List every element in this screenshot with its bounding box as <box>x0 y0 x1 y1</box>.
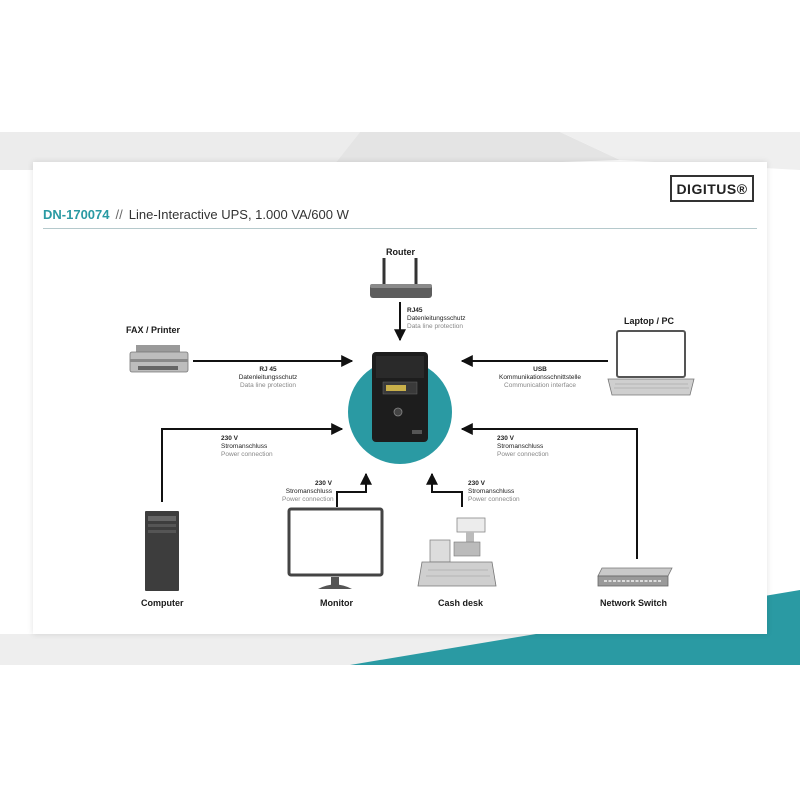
fax-conn-type: RJ 45 <box>259 366 277 373</box>
router-label: Router <box>386 247 415 257</box>
laptop-pc-label: Laptop / PC <box>624 316 674 326</box>
computer-conn-de: Stromanschluss <box>221 443 268 450</box>
cash-desk-icon <box>417 517 497 587</box>
fax-conn-en: Data line protection <box>239 382 296 389</box>
network-switch-connection-text: 230 V Stromanschluss Power connection <box>497 435 549 459</box>
cash-desk-conn-de: Stromanschluss <box>468 488 515 495</box>
cash-desk-conn-en: Power connection <box>468 496 520 503</box>
computer-label: Computer <box>141 598 184 608</box>
fax-connection-text: RJ 45 Datenleitungsschutz Data line prot… <box>230 366 306 390</box>
laptop-conn-en: Communication interface <box>504 382 576 389</box>
product-code: DN-170074 <box>43 207 110 222</box>
cash-desk-connection-text: 230 V Stromanschluss Power connection <box>468 480 520 504</box>
computer-conn-type: 230 V <box>221 435 238 442</box>
fax-printer-label: FAX / Printer <box>126 325 181 335</box>
computer-connection-text: 230 V Stromanschluss Power connection <box>221 435 273 459</box>
switch-conn-type: 230 V <box>497 435 514 442</box>
router-connection-text: RJ45 Datenleitungsschutz Data line prote… <box>407 307 466 331</box>
cash-desk-arrow <box>426 472 463 507</box>
monitor-conn-en: Power connection <box>282 496 334 503</box>
fax-printer-icon <box>129 345 189 373</box>
monitor-label: Monitor <box>320 598 353 608</box>
computer-tower-icon <box>145 511 179 591</box>
switch-conn-en: Power connection <box>497 451 549 458</box>
fax-conn-de: Datenleitungsschutz <box>238 374 298 381</box>
header-divider <box>43 228 757 229</box>
network-switch-label: Network Switch <box>600 598 668 608</box>
cash-desk-label: Cash desk <box>438 598 484 608</box>
router-conn-en: Data line protection <box>407 323 464 330</box>
switch-conn-de: Stromanschluss <box>497 443 544 450</box>
page-header: DN-170074 // Line-Interactive UPS, 1.000 V… <box>43 207 349 222</box>
router-conn-de: Datenleitungsschutz <box>407 315 466 322</box>
ups-device-icon <box>372 352 428 442</box>
monitor-connection-text: 230 V Stromanschluss Power connection <box>282 480 334 504</box>
laptop-conn-type: USB <box>533 366 547 373</box>
laptop-icon <box>607 330 695 396</box>
computer-arrow <box>161 423 344 502</box>
router-icon <box>370 258 432 298</box>
logo-text: DIGITUS® <box>676 180 748 197</box>
product-title: Line-Interactive UPS, 1.000 VA/600 W <box>128 207 349 222</box>
monitor-conn-de: Stromanschluss <box>285 488 332 495</box>
monitor-conn-type: 230 V <box>315 480 332 487</box>
router-conn-type: RJ45 <box>407 307 423 314</box>
computer-conn-en: Power connection <box>221 451 273 458</box>
monitor-icon <box>287 507 384 589</box>
laptop-connection-text: USB Kommunikationsschnittstelle Communic… <box>490 366 590 390</box>
laptop-conn-de: Kommunikationsschnittstelle <box>498 374 581 381</box>
monitor-arrow <box>336 472 372 507</box>
digitus-logo: DIGITUS® <box>670 175 754 202</box>
network-switch-arrow <box>460 423 638 559</box>
cash-desk-conn-type: 230 V <box>468 480 485 487</box>
header-separator: // <box>115 207 123 222</box>
network-switch-icon <box>597 567 673 587</box>
